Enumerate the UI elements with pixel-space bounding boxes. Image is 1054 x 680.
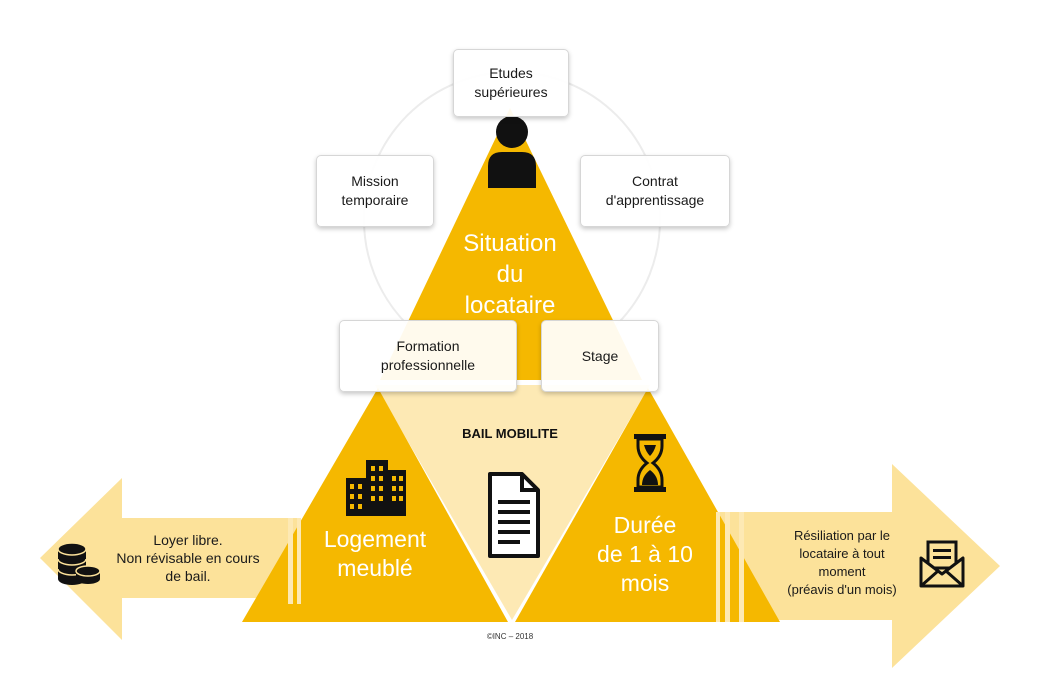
right-arrow [715, 464, 1000, 668]
hourglass-icon [634, 434, 666, 492]
buildings-icon [346, 460, 406, 516]
logement-label: Logement meublé [323, 526, 427, 581]
left-stripe [288, 518, 293, 604]
box-stage: Stage [541, 320, 659, 392]
situation-label: Situation du locataire [463, 230, 557, 319]
box-etudes: Etudes supérieures [453, 49, 569, 117]
box-mission: Mission temporaire [316, 155, 434, 227]
person-icon [488, 116, 536, 188]
envelope-icon [919, 540, 965, 588]
duree-label: Durée de 1 à 10 mois [597, 512, 693, 596]
box-contrat-label: Contrat d'apprentissage [605, 173, 705, 208]
box-formation: Formation professionnelle [339, 320, 517, 392]
loyer-text: Loyer libre. Non révisable en cours de b… [116, 532, 260, 584]
coins-icon [57, 542, 101, 585]
left-stripe [297, 518, 301, 604]
box-stage-label: Stage [581, 347, 619, 364]
copyright-text: ©INC – 2018 [486, 632, 534, 641]
box-etudes-label: Etudes supérieures [474, 65, 548, 100]
right-triangle [515, 388, 780, 622]
box-formation-label: Formation professionnelle [380, 338, 476, 373]
top-triangle [380, 108, 642, 380]
document-icon [488, 472, 540, 558]
resiliation-text: Résiliation par le locataire à tout mome… [787, 528, 897, 597]
bail-mobilite-title: BAIL MOBILITE [462, 426, 558, 441]
right-stripe [739, 512, 744, 622]
left-arrow [40, 478, 300, 640]
box-mission-label: Mission temporaire [341, 173, 409, 208]
right-stripe [716, 512, 720, 622]
box-contrat: Contrat d'apprentissage [580, 155, 730, 227]
right-stripe [725, 512, 730, 622]
